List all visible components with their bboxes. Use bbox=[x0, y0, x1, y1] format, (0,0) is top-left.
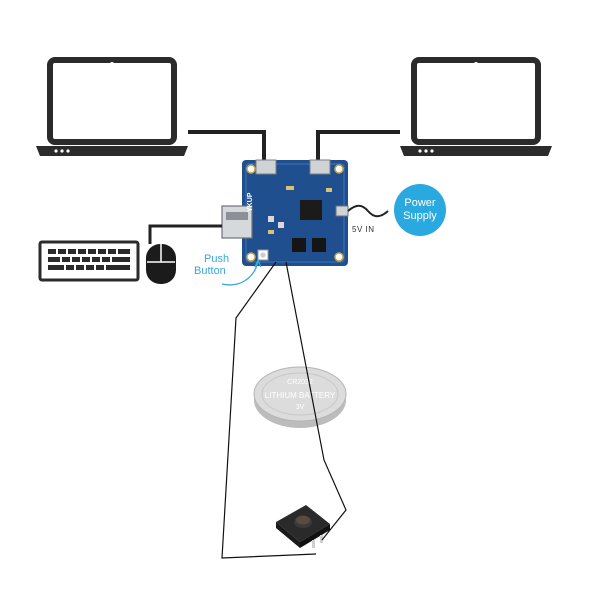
peripheral-cable bbox=[148, 224, 222, 244]
kvm-board: YKUP bbox=[221, 159, 349, 266]
switch-wires bbox=[221, 261, 347, 559]
tactile-switch-icon bbox=[276, 505, 330, 548]
laptop-left-icon bbox=[36, 57, 188, 156]
keyboard-icon bbox=[38, 240, 140, 282]
push-button-label-line1: Push bbox=[204, 253, 229, 265]
battery-top-text: CR2032 bbox=[287, 379, 313, 386]
push-button-callout: Push Button bbox=[194, 253, 262, 286]
push-button-label-line2: Button bbox=[194, 265, 226, 277]
mouse-icon bbox=[146, 244, 176, 284]
coin-battery-icon: CR2032 LITHIUM BATTERY 3V bbox=[253, 366, 347, 428]
voltage-in-label: 5V IN bbox=[352, 225, 375, 234]
power-supply: Power Supply 5V IN bbox=[347, 184, 446, 236]
power-supply-label-line1: Power bbox=[404, 197, 436, 209]
battery-bottom-text: 3V bbox=[296, 404, 305, 411]
laptop-cables bbox=[188, 130, 400, 160]
board-brand-label: YKUP bbox=[247, 192, 254, 212]
laptop-right-icon bbox=[400, 57, 552, 156]
battery-middle-text: LITHIUM BATTERY bbox=[265, 391, 336, 400]
power-supply-label-line2: Supply bbox=[403, 210, 437, 222]
